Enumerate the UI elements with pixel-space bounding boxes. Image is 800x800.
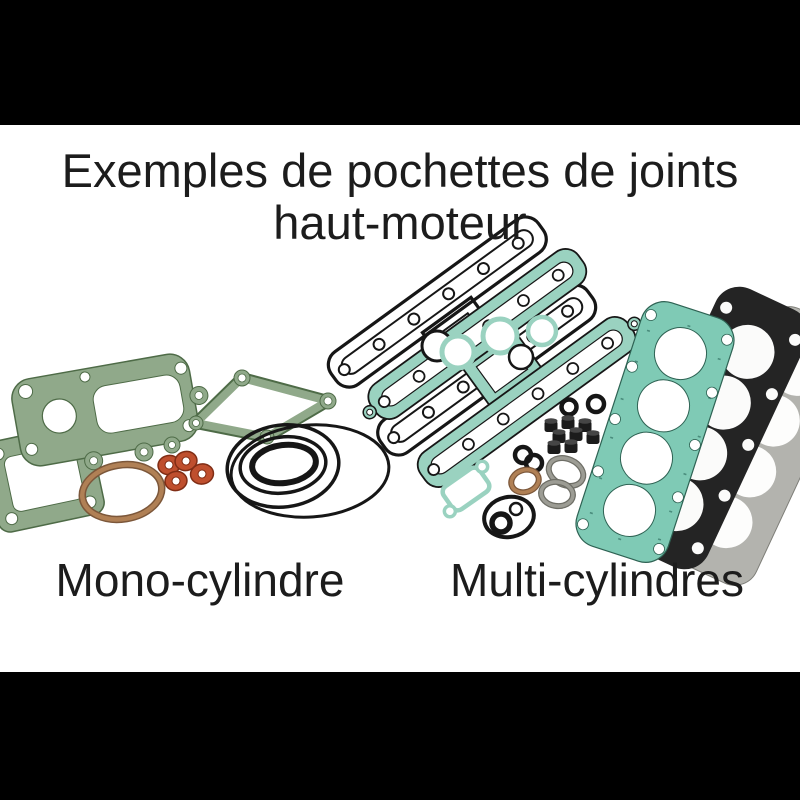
caption-mono-cylindre: Mono-cylindre xyxy=(55,554,345,606)
teal-head-gasket xyxy=(575,301,735,563)
oil-seal-gasket xyxy=(482,494,536,540)
gasket-texture xyxy=(589,324,721,541)
metal-rings xyxy=(508,455,587,510)
copper-washers xyxy=(157,450,215,492)
page-title: Exemples de pochettes de joints haut-mot… xyxy=(0,145,800,249)
rubber-o-rings xyxy=(225,422,391,519)
page-title-line1: Exemples de pochettes de joints xyxy=(61,144,739,197)
cylinder-head-gasket xyxy=(11,353,209,471)
copper-sealing-ring xyxy=(78,460,166,524)
valve-cover-gasket xyxy=(362,248,642,488)
valve-stem-seals xyxy=(544,393,607,454)
letterbox-bar-top xyxy=(0,0,800,125)
multi-cylinder-kit xyxy=(326,215,800,586)
mono-cylinder-kit xyxy=(0,353,391,533)
cam-circle-seals xyxy=(420,314,559,371)
small-port-gasket xyxy=(440,459,492,519)
base-gasket xyxy=(188,369,337,445)
page-title-line2: haut-moteur xyxy=(273,196,527,249)
head-gasket-bottom-tabs xyxy=(134,436,181,462)
letterbox-bar-bottom xyxy=(0,672,800,800)
caption-multi-cylindres: Multi-cylindres xyxy=(450,554,744,606)
